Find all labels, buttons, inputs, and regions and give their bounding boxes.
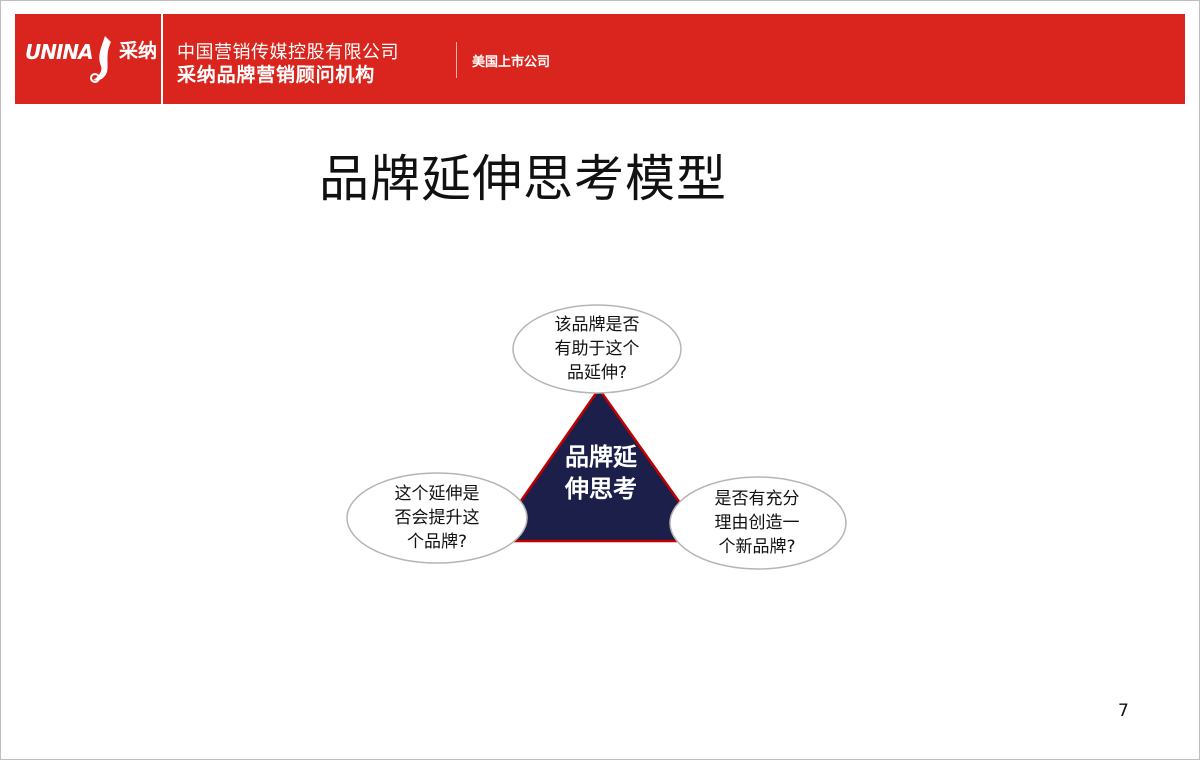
bubble-left-line2: 否会提升这 — [394, 508, 480, 528]
bubble-left-text: 这个延伸是 否会提升这 个品牌? — [367, 482, 507, 554]
bubble-top-text: 该品牌是否 有助于这个 品延伸? — [527, 313, 667, 385]
bubble-left — [346, 472, 528, 564]
bubble-right — [669, 476, 847, 570]
center-label: 品牌延 伸思考 — [546, 441, 656, 505]
page-number: 7 — [1118, 701, 1129, 721]
bubble-top-line2: 有助于这个 — [554, 339, 640, 359]
slide-title: 品牌延伸思考模型 — [319, 150, 727, 208]
company-name-line2: 采纳品牌营销顾问机构 — [177, 64, 376, 86]
listed-company-tag: 美国上市公司 — [472, 55, 551, 70]
logo-mark: UNINA — [25, 40, 94, 64]
company-logo: UNINA 采纳 — [25, 30, 160, 88]
header-banner: UNINA 采纳 中国营销传媒控股有限公司 采纳品牌营销顾问机构 美国上市公司 — [15, 14, 1185, 104]
bubble-right-line2: 理由创造一 — [714, 513, 800, 533]
center-label-line2: 伸思考 — [565, 475, 637, 503]
company-name-line1: 中国营销传媒控股有限公司 — [177, 42, 399, 63]
header-divider-small — [456, 42, 457, 78]
center-triangle — [491, 387, 709, 543]
logo-chinese-text: 采纳 — [119, 40, 158, 62]
bubble-right-line1: 是否有充分 — [714, 489, 800, 509]
bubble-right-text: 是否有充分 理由创造一 个新品牌? — [687, 487, 827, 559]
header-divider — [161, 14, 163, 104]
logo-figure-icon — [90, 36, 111, 83]
bubble-top-line3: 品延伸? — [566, 363, 628, 383]
bubble-left-line3: 个品牌? — [406, 532, 468, 552]
bubble-left-line1: 这个延伸是 — [394, 484, 480, 504]
bubble-right-line3: 个新品牌? — [718, 537, 796, 557]
bubble-top-line1: 该品牌是否 — [554, 315, 640, 335]
bubble-top — [512, 304, 682, 394]
center-label-line1: 品牌延 — [565, 443, 637, 471]
